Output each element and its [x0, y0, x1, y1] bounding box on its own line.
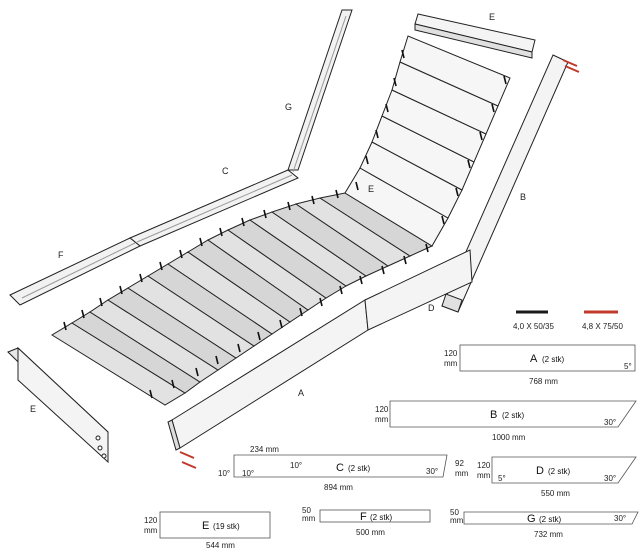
screw-red-label: 4,8 X 75/50	[582, 322, 623, 331]
svg-text:(2 stk): (2 stk)	[539, 515, 562, 524]
svg-text:mm: mm	[302, 514, 316, 523]
svg-text:30°: 30°	[604, 474, 616, 483]
svg-text:50: 50	[302, 506, 311, 515]
rail-d	[364, 249, 473, 331]
svg-text:mm: mm	[455, 469, 469, 478]
svg-text:10°: 10°	[242, 469, 254, 478]
svg-text:732 mm: 732 mm	[534, 530, 563, 539]
svg-text:mm: mm	[144, 526, 158, 535]
label-e-mid: E	[368, 184, 374, 194]
back-slats	[344, 35, 511, 247]
svg-text:(2 stk): (2 stk)	[370, 513, 393, 522]
svg-text:(2 stk): (2 stk)	[548, 467, 571, 476]
screw-red-marks	[179, 59, 580, 469]
label-d: D	[428, 303, 435, 313]
svg-text:5°: 5°	[498, 474, 506, 483]
seat-slats	[51, 192, 434, 406]
part-f-id: F	[360, 511, 367, 523]
svg-text:10°: 10°	[218, 469, 230, 478]
part-g-id: G	[527, 513, 536, 525]
label-e-top: E	[489, 12, 495, 22]
svg-text:544 mm: 544 mm	[206, 541, 235, 550]
svg-text:768 mm: 768 mm	[529, 377, 558, 386]
svg-text:5°: 5°	[624, 362, 632, 371]
svg-text:(2 stk): (2 stk)	[502, 411, 525, 420]
screw-black-label: 4,0 X 50/35	[513, 322, 554, 331]
svg-text:120: 120	[144, 516, 158, 525]
exploded-view	[7, 9, 580, 469]
svg-text:10°: 10°	[290, 461, 302, 470]
svg-text:(19 stk): (19 stk)	[213, 522, 240, 531]
svg-text:(2 stk): (2 stk)	[542, 355, 565, 364]
label-e-side: E	[30, 404, 36, 414]
svg-text:550 mm: 550 mm	[541, 489, 570, 498]
part-b-id: B	[490, 409, 497, 421]
part-labels: E G C E B F D A E	[30, 12, 526, 414]
svg-text:30°: 30°	[604, 418, 616, 427]
svg-text:mm: mm	[450, 516, 464, 525]
svg-text:mm: mm	[375, 415, 389, 424]
part-d-id: D	[536, 465, 544, 477]
screw-row-black	[63, 49, 507, 399]
svg-text:120: 120	[444, 349, 458, 358]
svg-text:30°: 30°	[614, 514, 626, 523]
part-e-id: E	[202, 520, 209, 532]
part-a-id: A	[530, 353, 538, 365]
svg-text:50: 50	[450, 508, 459, 517]
svg-text:mm: mm	[444, 359, 458, 368]
svg-text:500 mm: 500 mm	[356, 528, 385, 537]
label-a: A	[298, 388, 304, 398]
svg-text:234 mm: 234 mm	[250, 445, 279, 454]
screw-legend: 4,0 X 50/35 4,8 X 75/50	[513, 310, 623, 331]
svg-text:92: 92	[455, 459, 464, 468]
svg-text:mm: mm	[477, 471, 491, 480]
label-f: F	[58, 250, 64, 260]
label-c: C	[222, 166, 229, 176]
svg-text:30°: 30°	[426, 467, 438, 476]
label-b: B	[520, 192, 526, 202]
part-spec-list	[159, 344, 639, 539]
part-spec-text: 120 mm A (2 stk) 768 mm 5° 120 mm B (2 s…	[144, 349, 632, 550]
part-c-id: C	[336, 462, 344, 474]
svg-text:(2 stk): (2 stk)	[348, 464, 371, 473]
svg-text:120: 120	[477, 461, 491, 470]
label-g: G	[285, 102, 292, 112]
svg-text:1000 mm: 1000 mm	[492, 433, 526, 442]
svg-text:120: 120	[375, 405, 389, 414]
svg-text:894 mm: 894 mm	[324, 483, 353, 492]
rail-g	[287, 9, 353, 171]
